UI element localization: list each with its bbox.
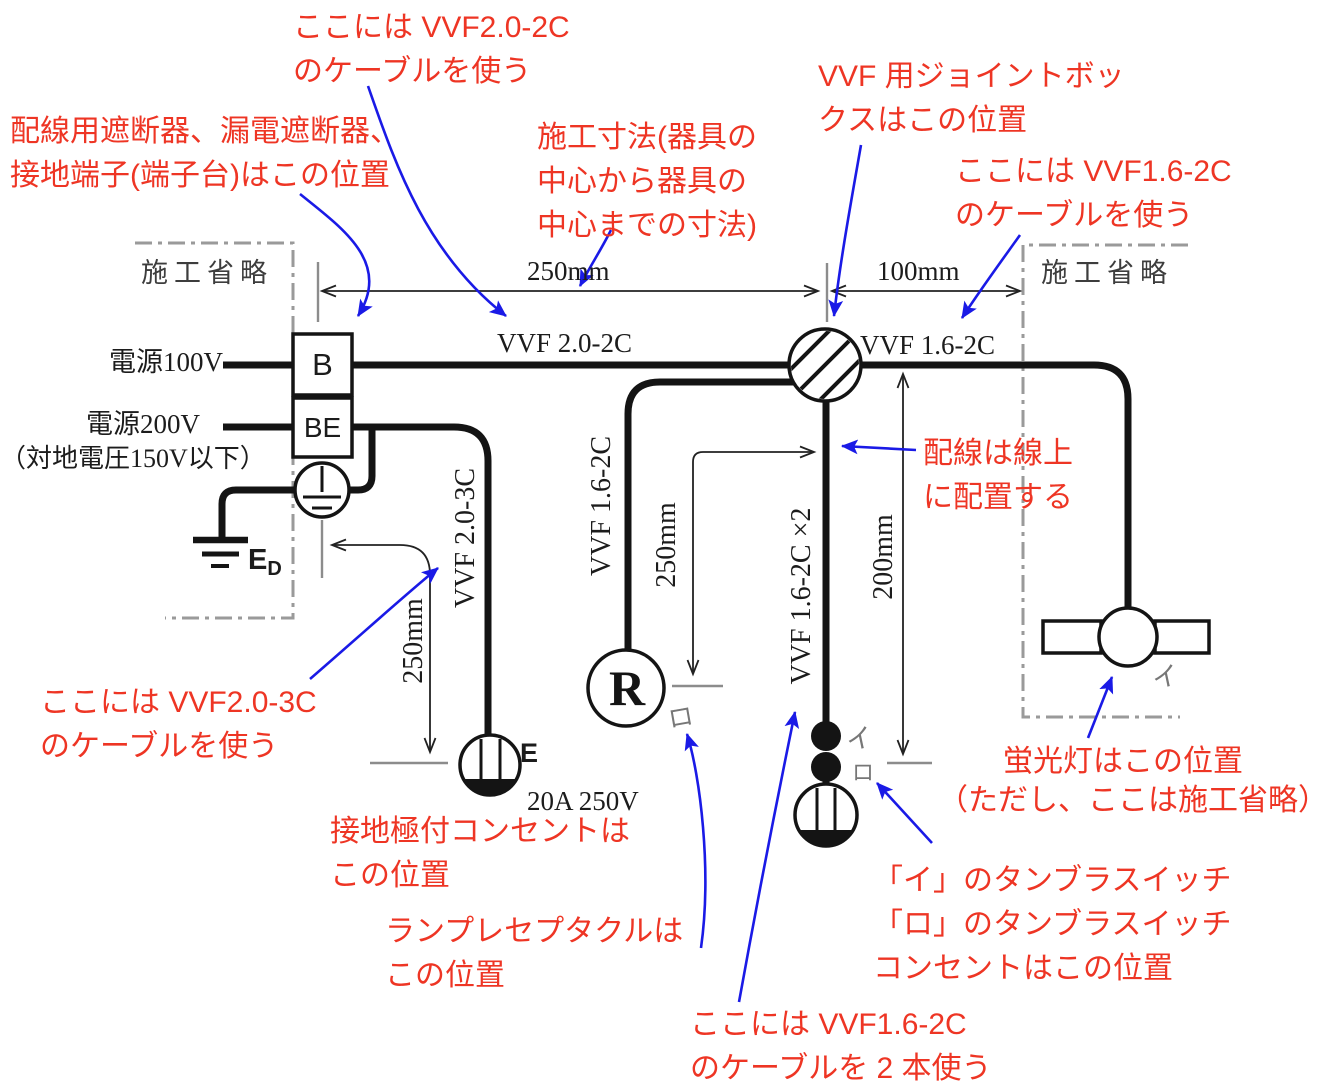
dim-200-label: 200mm — [868, 514, 899, 600]
dim-100-top-label: 100mm — [877, 256, 960, 286]
annotation-outlet-position: 接地極付コンセントは この位置 — [330, 815, 630, 892]
outlet-earth-symbol — [458, 733, 522, 797]
receptacle-r-label: R — [608, 660, 646, 716]
dim-250-left-label: 250mm — [398, 598, 429, 684]
wire-vvf2030 — [352, 423, 492, 736]
annotation-joint-box: VVF 用ジョイントボッ クスはこの位置 — [818, 60, 1125, 137]
dimension-ticks — [316, 262, 932, 765]
fluorescent-light-symbol — [1041, 606, 1211, 668]
dim-250-top-line — [319, 284, 821, 298]
annotation-breaker-position: 配線用遮断器、漏電遮断器、 接地端子(端子台)はこの位置 — [10, 115, 400, 192]
cable-vvf2030-vertical-label: VVF 2.0-3C — [450, 468, 481, 609]
leader-left-cable — [309, 566, 439, 680]
leader-arrows — [299, 85, 1114, 1003]
dimension-lines — [319, 284, 1023, 757]
joint-box-symbol — [787, 327, 863, 403]
leader-dimension-note — [578, 229, 613, 287]
outlet-e-label: E — [520, 738, 539, 768]
cable-vvf2020-label: VVF 2.0-2C — [497, 328, 633, 358]
power-100v-label: 電源100V — [109, 347, 223, 377]
omitted-box-right — [1021, 243, 1188, 719]
dim-200-line — [896, 371, 910, 757]
earth-ground-icon — [193, 536, 248, 568]
leader-right-cable — [960, 234, 1022, 319]
annotation-right-cable: ここには VVF1.6-2C のケーブルを使う — [955, 155, 1232, 232]
earth-e: E — [248, 544, 268, 576]
wire-earth-link — [218, 486, 296, 537]
cable-vvf1620x2-vertical-label: VVF 1.6-2C ×2 — [786, 507, 817, 685]
breaker-b-box — [291, 332, 354, 397]
wire-vvf1620-branch — [624, 378, 823, 651]
dim-100-top-line — [829, 284, 1023, 298]
annotation-lamp-position: ランプレセプタクルは この位置 — [385, 915, 684, 992]
annotation-fluorescent-1: 蛍光灯はこの位置 — [1003, 745, 1243, 778]
power-200v-label: 電源200V — [86, 409, 200, 439]
annotation-switches: 「イ」のタンブラスイッチ 「ロ」のタンブラスイッチ コンセントはこの位置 — [873, 864, 1232, 985]
leader-breaker — [299, 192, 373, 317]
omitted-label-left: 施工省略 — [141, 258, 273, 288]
dim-250-mid-label: 250mm — [651, 502, 682, 588]
leader-bottom-cable — [737, 710, 800, 1003]
cable-vvf1620-label-right: VVF 1.6-2C — [860, 330, 996, 360]
earth-d-sub: D — [267, 558, 282, 580]
breaker-be-label: BE — [303, 411, 342, 443]
dim-250-top-label: 250mm — [527, 256, 610, 286]
leader-on-line — [840, 439, 917, 455]
leader-joint-box — [828, 144, 863, 318]
ground-voltage-note: （対地電圧150V以下） — [0, 444, 266, 473]
leader-lamp — [684, 732, 707, 949]
outlet-rating-label: 20A 250V — [527, 786, 639, 816]
annotation-bottom-cable: ここには VVF1.6-2C のケーブルを 2 本使う — [690, 1008, 992, 1084]
breaker-b-label: B — [312, 346, 333, 382]
ground-terminal-symbol — [293, 461, 351, 519]
tumbler-switch-i-dot — [811, 721, 841, 751]
leader-switches — [876, 782, 933, 844]
leader-fluorescent — [1086, 676, 1114, 739]
earth-terminal-label: ED — [248, 544, 282, 581]
annotation-on-line: 配線は線上 に配置する — [923, 437, 1073, 514]
tumbler-switch-ro-dot — [811, 752, 841, 782]
annotation-dimension-note: 施工寸法(器具の 中心から器具の 中心までの寸法) — [537, 121, 757, 242]
wire-ground-link — [348, 428, 376, 494]
outlet-symbol — [793, 782, 859, 848]
annotation-top-cable: ここには VVF2.0-2C のケーブルを使う — [293, 11, 570, 88]
breaker-be-box — [291, 396, 354, 459]
omitted-label-right: 施工省略 — [1041, 258, 1173, 288]
lamp-receptacle-symbol — [586, 648, 666, 728]
annotation-left-cable: ここには VVF2.0-3C のケーブルを使う — [40, 686, 317, 763]
cables — [218, 361, 1132, 787]
wire-vvf1620-right — [856, 361, 1132, 610]
cable-vvf1620-vertical-label: VVF 1.6-2C — [586, 436, 617, 577]
switch-mark-ro: ロ — [852, 760, 875, 785]
dim-250-mid-line — [686, 445, 817, 677]
leader-top-cable — [366, 85, 507, 318]
annotation-fluorescent-2: （ただし、ここは施工省略） — [938, 784, 1322, 817]
